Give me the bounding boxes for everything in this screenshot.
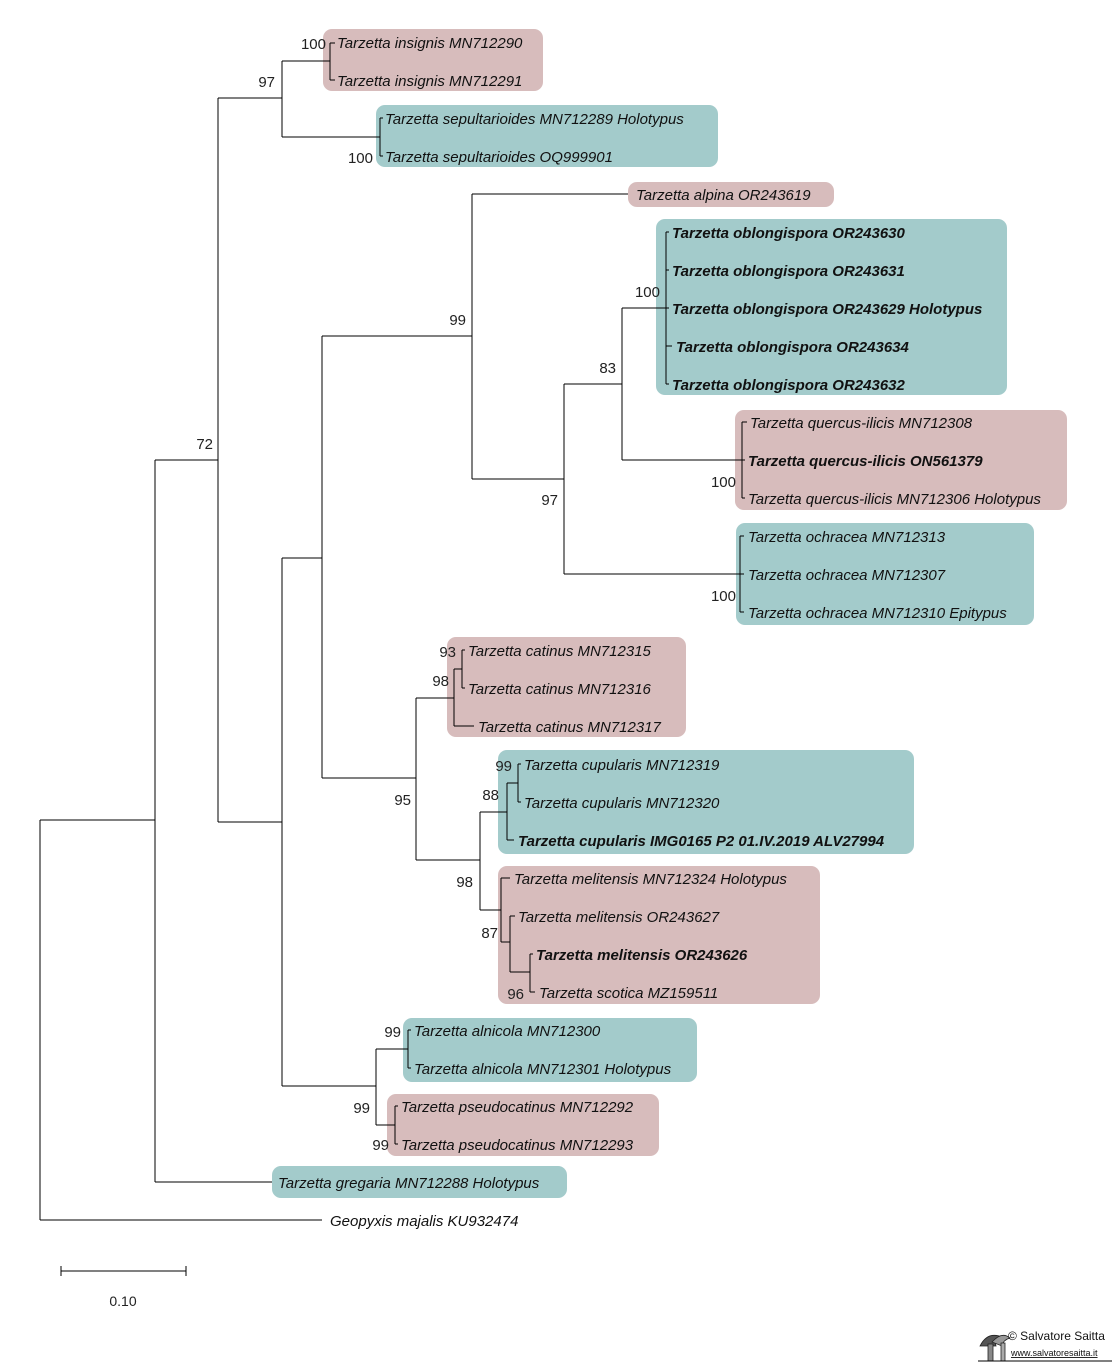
tip-label: Tarzetta cupularis MN712320 <box>524 795 720 812</box>
clade-box-pseudocatinus <box>387 1094 659 1156</box>
tip-label: Geopyxis majalis KU932474 <box>330 1213 518 1230</box>
tip-label: Tarzetta insignis MN712290 <box>337 35 523 52</box>
clade-box-oblongispora <box>656 219 1007 395</box>
tip-label: Tarzetta quercus-ilicis ON561379 <box>748 453 983 470</box>
support-value: 72 <box>196 436 213 453</box>
tip-label: Tarzetta oblongispora OR243632 <box>672 377 906 394</box>
tip-label: Tarzetta catinus MN712316 <box>468 681 652 698</box>
scale-bar-label: 0.10 <box>109 1293 136 1309</box>
tip-label: Tarzetta oblongispora OR243631 <box>672 263 905 280</box>
support-value: 83 <box>599 360 616 377</box>
tip-label: Tarzetta gregaria MN712288 Holotypus <box>278 1175 540 1192</box>
tip-label: Tarzetta sepultarioides OQ999901 <box>385 149 613 166</box>
tip-label: Tarzetta ochracea MN712307 <box>748 567 946 584</box>
tip-label: Tarzetta cupularis IMG0165 P2 01.IV.2019… <box>518 833 885 850</box>
clade-highlights <box>272 29 1067 1198</box>
support-value: 100 <box>711 474 736 491</box>
clade-box-sepultarioides <box>376 105 718 167</box>
tip-label: Tarzetta catinus MN712317 <box>478 719 662 736</box>
clade-box-gregaria <box>272 1166 567 1198</box>
clade-box-cupularis <box>498 750 914 854</box>
clade-box-insignis <box>323 29 543 91</box>
support-value: 99 <box>449 312 466 329</box>
support-value: 88 <box>482 787 499 804</box>
support-value: 98 <box>432 673 449 690</box>
clade-box-quercus-ilicis <box>735 410 1067 510</box>
tip-label: Tarzetta alpina OR243619 <box>636 187 811 204</box>
tip-label: Tarzetta alnicola MN712300 <box>414 1023 601 1040</box>
tip-label: Tarzetta melitensis OR243627 <box>518 909 720 926</box>
support-value: 98 <box>456 874 473 891</box>
tree-branches <box>39 42 747 1221</box>
clade-box-alnicola <box>403 1018 697 1082</box>
tip-label: Tarzetta scotica MZ159511 <box>539 985 718 1002</box>
tip-label: Tarzetta oblongispora OR243634 <box>676 339 910 356</box>
tip-label: Tarzetta cupularis MN712319 <box>524 757 720 774</box>
support-value: 93 <box>439 644 456 661</box>
scale-bar: 0.10 <box>60 1266 187 1309</box>
tip-label: Tarzetta quercus-ilicis MN712308 <box>750 415 973 432</box>
clade-box-catinus <box>447 637 686 737</box>
support-value: 99 <box>353 1100 370 1117</box>
mushroom-logo-icon <box>979 1334 1011 1362</box>
tip-label: Tarzetta oblongispora OR243629 Holotypus <box>672 301 982 318</box>
clade-box-alpina <box>628 182 834 207</box>
support-value: 96 <box>507 986 524 1003</box>
tip-label: Tarzetta catinus MN712315 <box>468 643 652 660</box>
tip-label: Tarzetta sepultarioides MN712289 Holotyp… <box>385 111 684 128</box>
support-value: 99 <box>372 1137 389 1154</box>
watermark: © Salvatore Saitta www.salvatoresaitta.i… <box>978 1329 1112 1362</box>
tip-label: Tarzetta ochracea MN712310 Epitypus <box>748 605 1007 622</box>
support-value: 100 <box>635 284 660 301</box>
tip-label: Tarzetta ochracea MN712313 <box>748 529 946 546</box>
support-value: 100 <box>348 150 373 167</box>
support-value: 97 <box>258 74 275 91</box>
support-value: 87 <box>481 925 498 942</box>
tip-label: Tarzetta pseudocatinus MN712293 <box>401 1137 634 1154</box>
tip-label: Tarzetta oblongispora OR243630 <box>672 225 906 242</box>
support-values: 100 97 100 99 100 83 100 97 100 72 93 98… <box>196 36 736 1154</box>
support-value: 95 <box>394 792 411 809</box>
support-value: 100 <box>301 36 326 53</box>
tip-label: Tarzetta melitensis MN712324 Holotypus <box>514 871 787 888</box>
support-value: 97 <box>541 492 558 509</box>
tip-label: Tarzetta alnicola MN712301 Holotypus <box>414 1061 672 1078</box>
tip-label: Tarzetta quercus-ilicis MN712306 Holotyp… <box>748 491 1041 508</box>
support-value: 99 <box>384 1024 401 1041</box>
tip-label: Tarzetta melitensis OR243626 <box>536 947 748 964</box>
tip-labels: Tarzetta insignis MN712290 Tarzetta insi… <box>278 35 1041 1230</box>
tip-label: Tarzetta pseudocatinus MN712292 <box>401 1099 634 1116</box>
watermark-url: www.salvatoresaitta.it <box>1010 1348 1098 1358</box>
clade-box-ochracea <box>736 523 1034 625</box>
watermark-name: © Salvatore Saitta <box>1008 1329 1105 1343</box>
support-value: 99 <box>495 758 512 775</box>
tip-label: Tarzetta insignis MN712291 <box>337 73 522 90</box>
clade-box-melitensis <box>498 866 820 1004</box>
support-value: 100 <box>711 588 736 605</box>
